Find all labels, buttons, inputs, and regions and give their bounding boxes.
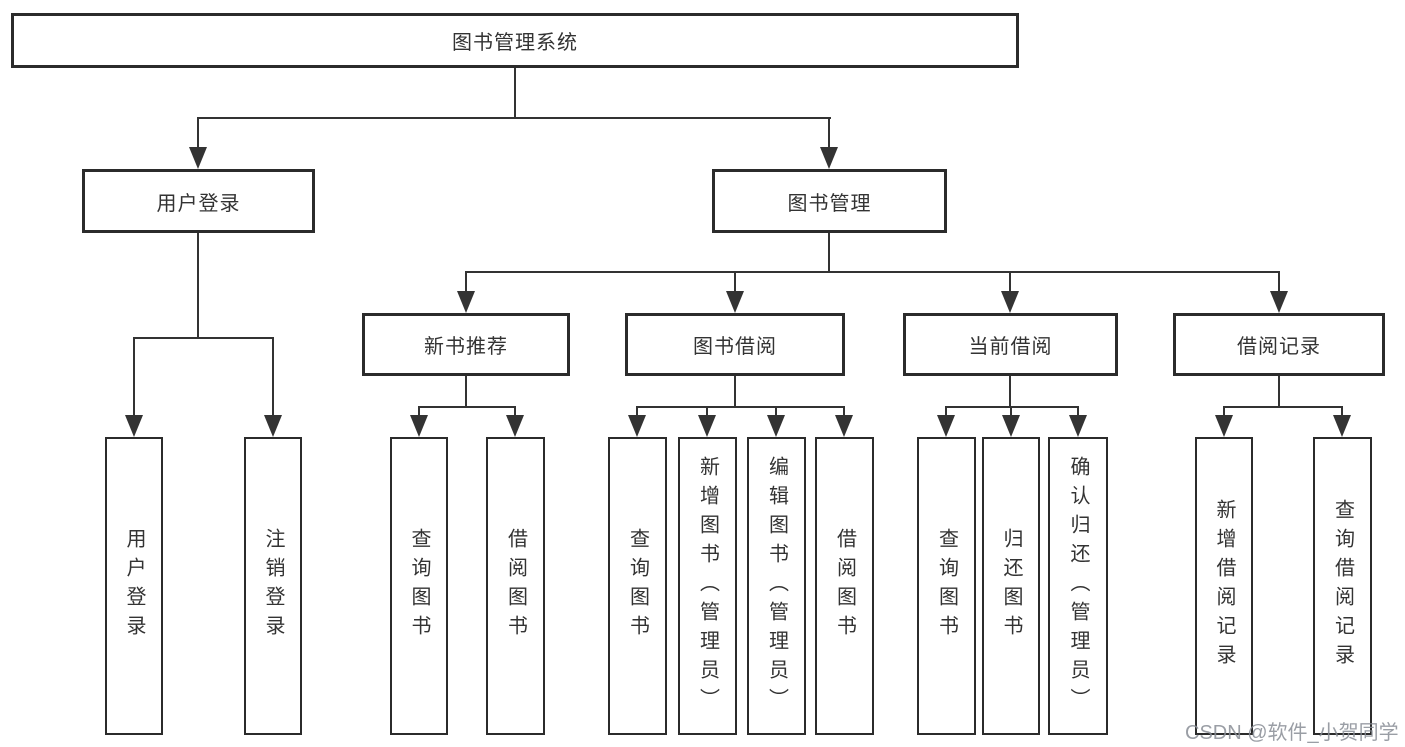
arrow-down-icon <box>1333 415 1351 437</box>
leaf-return-books-label: 归还图书 <box>1000 528 1022 644</box>
arrow-down-icon <box>820 147 838 169</box>
connector-stem <box>1010 406 1012 417</box>
connector-userlogin-span <box>133 337 274 339</box>
leaf-user-login: 用户登录 <box>105 437 163 735</box>
connector-stem-new-book <box>465 271 467 293</box>
connector-borrowrecords-span <box>1223 406 1343 408</box>
connector-bookborrow-span <box>636 406 845 408</box>
arrow-down-icon <box>835 415 853 437</box>
connector-borrowrecords-drop <box>1278 376 1280 407</box>
connector-stem <box>775 406 777 417</box>
leaf-query-borrow-record-label: 查询借阅记录 <box>1331 499 1354 673</box>
connector-stem-current-borrow <box>1009 271 1011 293</box>
connector-stem <box>514 406 516 417</box>
arrow-down-icon <box>264 415 282 437</box>
arrow-down-icon <box>1270 291 1288 313</box>
connector-stem-leaf-login <box>133 337 135 415</box>
connector-stem <box>636 406 638 417</box>
leaf-query-books-borrowing-label: 查询图书 <box>626 528 649 644</box>
arrow-down-icon <box>1002 415 1020 437</box>
arrow-down-icon <box>189 147 207 169</box>
arrow-down-icon <box>767 415 785 437</box>
connector-stem <box>843 406 845 417</box>
connector-newbook-drop <box>465 376 467 407</box>
connector-stem <box>1223 406 1225 417</box>
connector-stem <box>418 406 420 417</box>
node-book-management: 图书管理 <box>712 169 947 233</box>
leaf-borrow-books: 借阅图书 <box>815 437 874 735</box>
connector-currentborrow-drop <box>1009 376 1011 407</box>
arrow-down-icon <box>410 415 428 437</box>
connector-stem-user-login <box>197 117 199 149</box>
node-book-borrowing-label: 图书借阅 <box>693 336 777 358</box>
node-library-system-label: 图书管理系统 <box>452 32 578 54</box>
connector-bookborrow-drop <box>734 376 736 407</box>
connector-bookmgmt-drop <box>828 233 830 272</box>
connector-stem-leaf-logout <box>272 337 274 415</box>
arrow-down-icon <box>1001 291 1019 313</box>
node-book-borrowing: 图书借阅 <box>625 313 845 376</box>
node-new-book-recommend-label: 新书推荐 <box>424 336 508 358</box>
arrow-down-icon <box>937 415 955 437</box>
node-library-system: 图书管理系统 <box>11 13 1019 68</box>
leaf-confirm-return-admin: 确认归还（管理员） <box>1048 437 1108 735</box>
leaf-edit-books-admin-label: 编辑图书（管理员） <box>765 455 788 717</box>
leaf-query-books-recommend: 查询图书 <box>390 437 448 735</box>
leaf-borrow-books-label: 借阅图书 <box>833 528 856 644</box>
leaf-add-borrow-record-label: 新增借阅记录 <box>1213 499 1235 673</box>
connector-currentborrow-span <box>945 406 1079 408</box>
connector-stem <box>1077 406 1079 417</box>
connector-bookmgmt-span <box>465 271 1280 273</box>
leaf-borrow-books-recommend: 借阅图书 <box>486 437 545 735</box>
node-current-borrowing: 当前借阅 <box>903 313 1118 376</box>
leaf-return-books: 归还图书 <box>982 437 1040 735</box>
connector-newbook-span <box>418 406 516 408</box>
leaf-user-login-label: 用户登录 <box>123 528 145 644</box>
leaf-query-books-current: 查询图书 <box>917 437 976 735</box>
watermark: CSDN @软件_小贺同学 <box>1185 722 1399 744</box>
connector-root-drop <box>514 68 516 117</box>
connector-stem-borrow-records <box>1278 271 1280 293</box>
node-current-borrowing-label: 当前借阅 <box>968 336 1053 358</box>
arrow-down-icon <box>726 291 744 313</box>
leaf-add-borrow-record: 新增借阅记录 <box>1195 437 1253 735</box>
leaf-edit-books-admin: 编辑图书（管理员） <box>747 437 806 735</box>
leaf-confirm-return-admin-label: 确认归还（管理员） <box>1067 455 1089 717</box>
leaf-query-books-borrowing: 查询图书 <box>608 437 667 735</box>
leaf-borrow-books-recommend-label: 借阅图书 <box>504 528 527 644</box>
connector-root-span <box>197 117 831 119</box>
arrow-down-icon <box>1069 415 1087 437</box>
leaf-logout: 注销登录 <box>244 437 302 735</box>
leaf-query-books-current-label: 查询图书 <box>935 528 958 644</box>
node-borrowing-records-label: 借阅记录 <box>1237 336 1321 358</box>
arrow-down-icon <box>698 415 716 437</box>
node-borrowing-records: 借阅记录 <box>1173 313 1385 376</box>
node-user-login-branch: 用户登录 <box>82 169 315 233</box>
node-user-login-branch-label: 用户登录 <box>156 192 241 215</box>
arrow-down-icon <box>628 415 646 437</box>
arrow-down-icon <box>125 415 143 437</box>
arrow-down-icon <box>457 291 475 313</box>
node-book-management-label: 图书管理 <box>787 192 872 215</box>
arrow-down-icon <box>506 415 524 437</box>
leaf-query-books-recommend-label: 查询图书 <box>408 528 430 644</box>
connector-stem <box>1341 406 1343 417</box>
leaf-query-borrow-record: 查询借阅记录 <box>1313 437 1372 735</box>
leaf-add-books-admin: 新增图书（管理员） <box>678 437 737 735</box>
node-new-book-recommend: 新书推荐 <box>362 313 570 376</box>
connector-stem-book-borrow <box>734 271 736 293</box>
connector-stem-book-mgmt <box>828 117 830 149</box>
connector-stem <box>706 406 708 417</box>
leaf-add-books-admin-label: 新增图书（管理员） <box>696 455 719 717</box>
connector-userlogin-drop <box>197 233 199 337</box>
connector-stem <box>945 406 947 417</box>
arrow-down-icon <box>1215 415 1233 437</box>
leaf-logout-label: 注销登录 <box>262 528 284 644</box>
